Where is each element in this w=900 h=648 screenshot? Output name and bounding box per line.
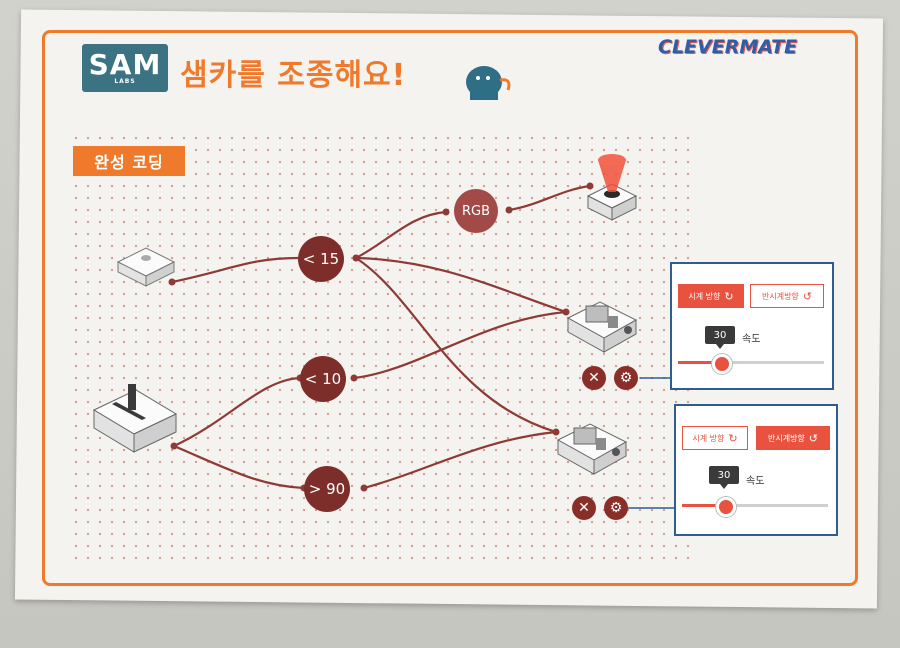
counterclockwise-label: 반시계방향 xyxy=(767,433,805,443)
motor-block-2 xyxy=(556,423,628,475)
speed-slider-track[interactable] xyxy=(678,361,824,364)
logo-sub-text: LABS xyxy=(114,77,136,85)
section-label: 완성 코딩 xyxy=(73,146,185,176)
gear-icon[interactable]: ⚙ xyxy=(614,366,638,390)
logo-main-text: SAM xyxy=(88,47,162,81)
wire-lt10-motor1 xyxy=(353,310,567,380)
speed-label: 속도 xyxy=(742,334,761,345)
rgb-light-block xyxy=(586,154,638,221)
close-icon[interactable]: ✕ xyxy=(582,366,606,390)
condition-node-lt15[interactable]: < 15 xyxy=(298,236,344,282)
speed-slider-knob[interactable] xyxy=(711,354,732,374)
wire-gt90-motor2 xyxy=(363,430,557,490)
speed-slider-track[interactable] xyxy=(682,504,828,507)
rgb-label: RGB xyxy=(461,203,491,219)
dot-grid xyxy=(70,132,690,560)
speed-slider-fill xyxy=(678,361,722,364)
rotate-cw-icon: ↻ xyxy=(728,431,738,445)
gear-icon[interactable]: ⚙ xyxy=(604,496,628,520)
wire-lt15-rgb xyxy=(355,210,447,259)
slider-block xyxy=(92,384,178,453)
motor-settings-panel-1: 시계 방향 ↻ 반시계방향 ↺ 30 속도 xyxy=(670,262,834,390)
rotate-ccw-icon: ↺ xyxy=(808,431,819,445)
counterclockwise-label: 반시계방향 xyxy=(761,291,799,301)
wire-slider-gt90 xyxy=(173,444,305,490)
clockwise-label: 시계 방향 xyxy=(692,433,725,443)
speed-value-tooltip: 30 xyxy=(705,326,735,349)
rotate-cw-icon: ↻ xyxy=(724,289,734,303)
mascot-icon xyxy=(466,66,511,100)
push-button-block xyxy=(116,247,176,287)
close-icon[interactable]: ✕ xyxy=(572,496,596,520)
sam-labs-logo: SAM LABS xyxy=(82,44,168,92)
orange-frame xyxy=(42,30,858,586)
speed-value-tooltip: 30 xyxy=(709,466,739,489)
page-title: 샘카를 조종해요! xyxy=(180,58,407,93)
condition-label: < 10 xyxy=(304,370,342,388)
clockwise-button[interactable]: 시계 방향 ↻ xyxy=(682,426,748,450)
panel-connectors xyxy=(618,377,676,509)
wire-lt15-motor2 xyxy=(355,257,557,434)
condition-label: < 15 xyxy=(302,250,340,268)
motor-block-1 xyxy=(566,301,638,353)
speed-slider-fill xyxy=(682,504,726,507)
wire-rgb-light xyxy=(508,184,591,212)
rgb-node[interactable]: RGB xyxy=(454,189,498,233)
counterclockwise-button[interactable]: 반시계방향 ↺ xyxy=(750,284,824,308)
motor-settings-panel-2: 시계 방향 ↻ 반시계방향 ↺ 30 속도 xyxy=(674,404,838,536)
counterclockwise-button[interactable]: 반시계방향 ↺ xyxy=(756,426,830,450)
wire-lt15-motor1 xyxy=(355,256,567,314)
clevermate-brand: CLEVERMATE xyxy=(658,36,798,58)
clockwise-label: 시계 방향 xyxy=(688,291,721,301)
speed-label: 속도 xyxy=(746,476,765,487)
rotate-ccw-icon: ↺ xyxy=(802,289,813,303)
wire-button-lt15 xyxy=(171,256,299,284)
clockwise-button[interactable]: 시계 방향 ↻ xyxy=(678,284,744,308)
condition-node-lt10[interactable]: < 10 xyxy=(300,356,346,402)
condition-label: > 90 xyxy=(308,480,346,498)
wire-slider-lt10 xyxy=(173,376,301,447)
condition-node-gt90[interactable]: > 90 xyxy=(304,466,350,512)
speed-slider-knob[interactable] xyxy=(715,497,736,517)
connections xyxy=(171,184,591,490)
connection-ports xyxy=(168,182,594,492)
